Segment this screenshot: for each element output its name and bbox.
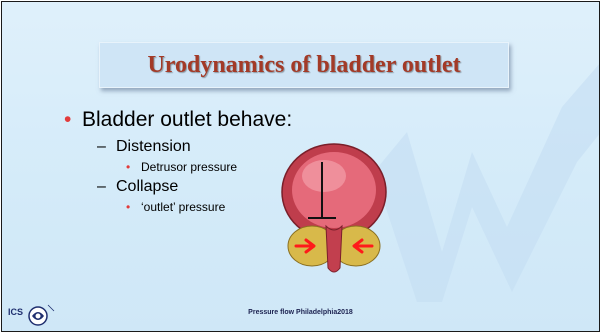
bullet-level2-collapse: Collapse xyxy=(116,178,178,196)
dash-marker: – xyxy=(97,138,106,156)
bullet-marker: • xyxy=(126,200,130,214)
bladder-highlight xyxy=(302,160,346,192)
slide-footer: Pressure flow Philadelphia2018 xyxy=(2,309,599,316)
bullet-marker: • xyxy=(64,108,71,132)
bladder-diagram xyxy=(272,142,412,282)
dash-marker: – xyxy=(97,178,106,196)
slide-title: Urodynamics of bladder outlet xyxy=(147,52,460,79)
urethra xyxy=(326,226,342,272)
bullet-level2-distension: Distension xyxy=(116,138,191,156)
bullet-level1-text: Bladder outlet behave: xyxy=(82,108,292,132)
bullet-marker: • xyxy=(126,160,130,174)
bullet-level3-outlet: ‘outlet’ pressure xyxy=(141,200,225,214)
title-box: Urodynamics of bladder outlet xyxy=(99,42,509,88)
bullet-level3-detrusor: Detrusor pressure xyxy=(141,160,237,174)
